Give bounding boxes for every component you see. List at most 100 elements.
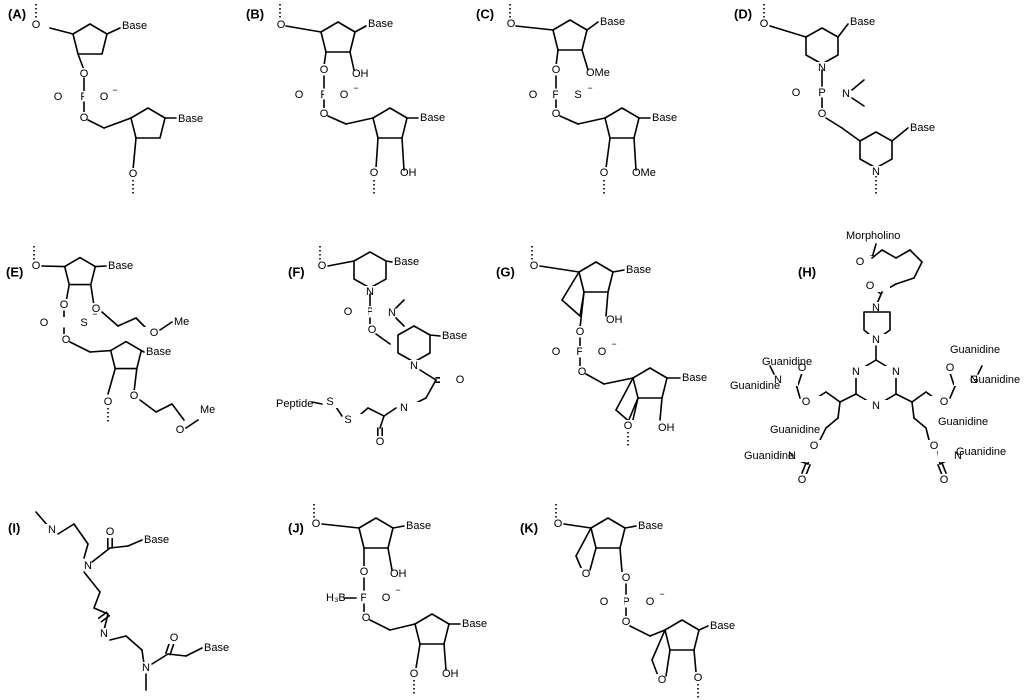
label-knockout	[850, 280, 890, 292]
morpholine-ring	[805, 27, 839, 65]
oxygen: O	[80, 112, 89, 124]
guanidine-label: Guanidine	[770, 424, 820, 436]
label-knockout	[64, 68, 104, 80]
oxygen: O	[368, 324, 377, 336]
base-label: Base	[204, 642, 229, 654]
bond	[913, 417, 927, 429]
label-knockout	[630, 596, 670, 608]
nitrogen: N	[366, 286, 374, 298]
oxygen: O	[792, 87, 801, 99]
oxygen: O	[552, 346, 561, 358]
oxygen: O	[277, 19, 286, 31]
base-label: Base	[178, 113, 203, 125]
oxygen: O	[529, 89, 538, 101]
label-knockout	[558, 89, 598, 101]
label-knockout	[366, 592, 406, 604]
oxygen: O	[60, 299, 69, 311]
bond	[575, 527, 592, 557]
nitrogen: N	[954, 450, 962, 462]
bond	[127, 539, 143, 547]
oxygen: O	[104, 396, 113, 408]
bond	[693, 649, 697, 673]
base-label: Base	[910, 122, 935, 134]
oxygen: O	[530, 260, 539, 272]
bond	[911, 401, 915, 419]
nitrogen: N	[872, 302, 880, 314]
label-knockout	[538, 518, 578, 530]
label-knockout	[536, 108, 576, 120]
oxygen: O	[578, 366, 587, 378]
label-knockout	[954, 374, 994, 386]
bond	[327, 115, 347, 125]
bond	[575, 555, 583, 571]
label-knockout	[782, 362, 822, 374]
label-knockout	[606, 616, 646, 628]
label-knockout	[394, 360, 434, 372]
double-bond	[805, 464, 811, 476]
bond	[103, 613, 109, 631]
morpholine-ring	[353, 251, 387, 289]
label-knockout	[84, 628, 124, 640]
label-knockout	[113, 168, 153, 180]
oxygen: O	[382, 592, 391, 604]
nitrogen: N	[410, 360, 418, 372]
double-bond	[949, 371, 955, 386]
bond	[395, 299, 405, 309]
label-knockout	[914, 440, 954, 452]
bond	[612, 269, 625, 273]
bond	[383, 407, 397, 417]
label-knockout	[16, 19, 56, 31]
label-knockout	[856, 334, 896, 346]
oxygen: O	[106, 526, 115, 538]
bond	[555, 49, 559, 67]
label-knockout	[758, 374, 798, 386]
label-knockout	[328, 414, 368, 426]
bond	[419, 369, 437, 381]
oxygen: O	[129, 168, 138, 180]
bond	[633, 137, 637, 171]
bond	[615, 377, 634, 411]
bond	[839, 393, 857, 403]
oxygen: O	[802, 396, 811, 408]
label-knockout	[584, 167, 624, 179]
label-knockout	[296, 518, 336, 530]
hydroxyl: OH	[658, 422, 675, 434]
label-knockout	[782, 474, 822, 486]
panel-label-G: (G)	[496, 265, 515, 280]
bond	[651, 629, 666, 661]
charge: −	[659, 589, 664, 599]
bond	[559, 115, 579, 125]
bond	[563, 523, 592, 529]
bond	[627, 397, 639, 423]
bond	[389, 623, 416, 631]
bond	[581, 49, 589, 71]
bond	[401, 137, 405, 171]
label-knockout	[562, 366, 602, 378]
bond	[57, 523, 75, 535]
label-knockout	[786, 396, 826, 408]
oxygen: O	[554, 518, 563, 530]
base-label: Base	[462, 618, 487, 630]
label-knockout	[678, 672, 718, 684]
bond	[649, 629, 666, 637]
bond	[977, 365, 983, 375]
nitrogen: N	[400, 402, 408, 414]
oxygen: O	[940, 396, 949, 408]
bond	[69, 341, 91, 353]
bond	[825, 391, 841, 403]
bond	[125, 635, 143, 651]
nitrogen: N	[84, 560, 92, 572]
bond	[35, 511, 49, 527]
nitrogen: N	[872, 334, 880, 346]
charge: −	[353, 83, 358, 93]
nitrogen: N	[892, 366, 900, 378]
label-knockout	[566, 568, 606, 580]
bond	[395, 317, 405, 327]
bond	[837, 23, 849, 38]
base-label: Base	[850, 16, 875, 28]
bond	[83, 543, 89, 559]
bond	[561, 299, 581, 317]
